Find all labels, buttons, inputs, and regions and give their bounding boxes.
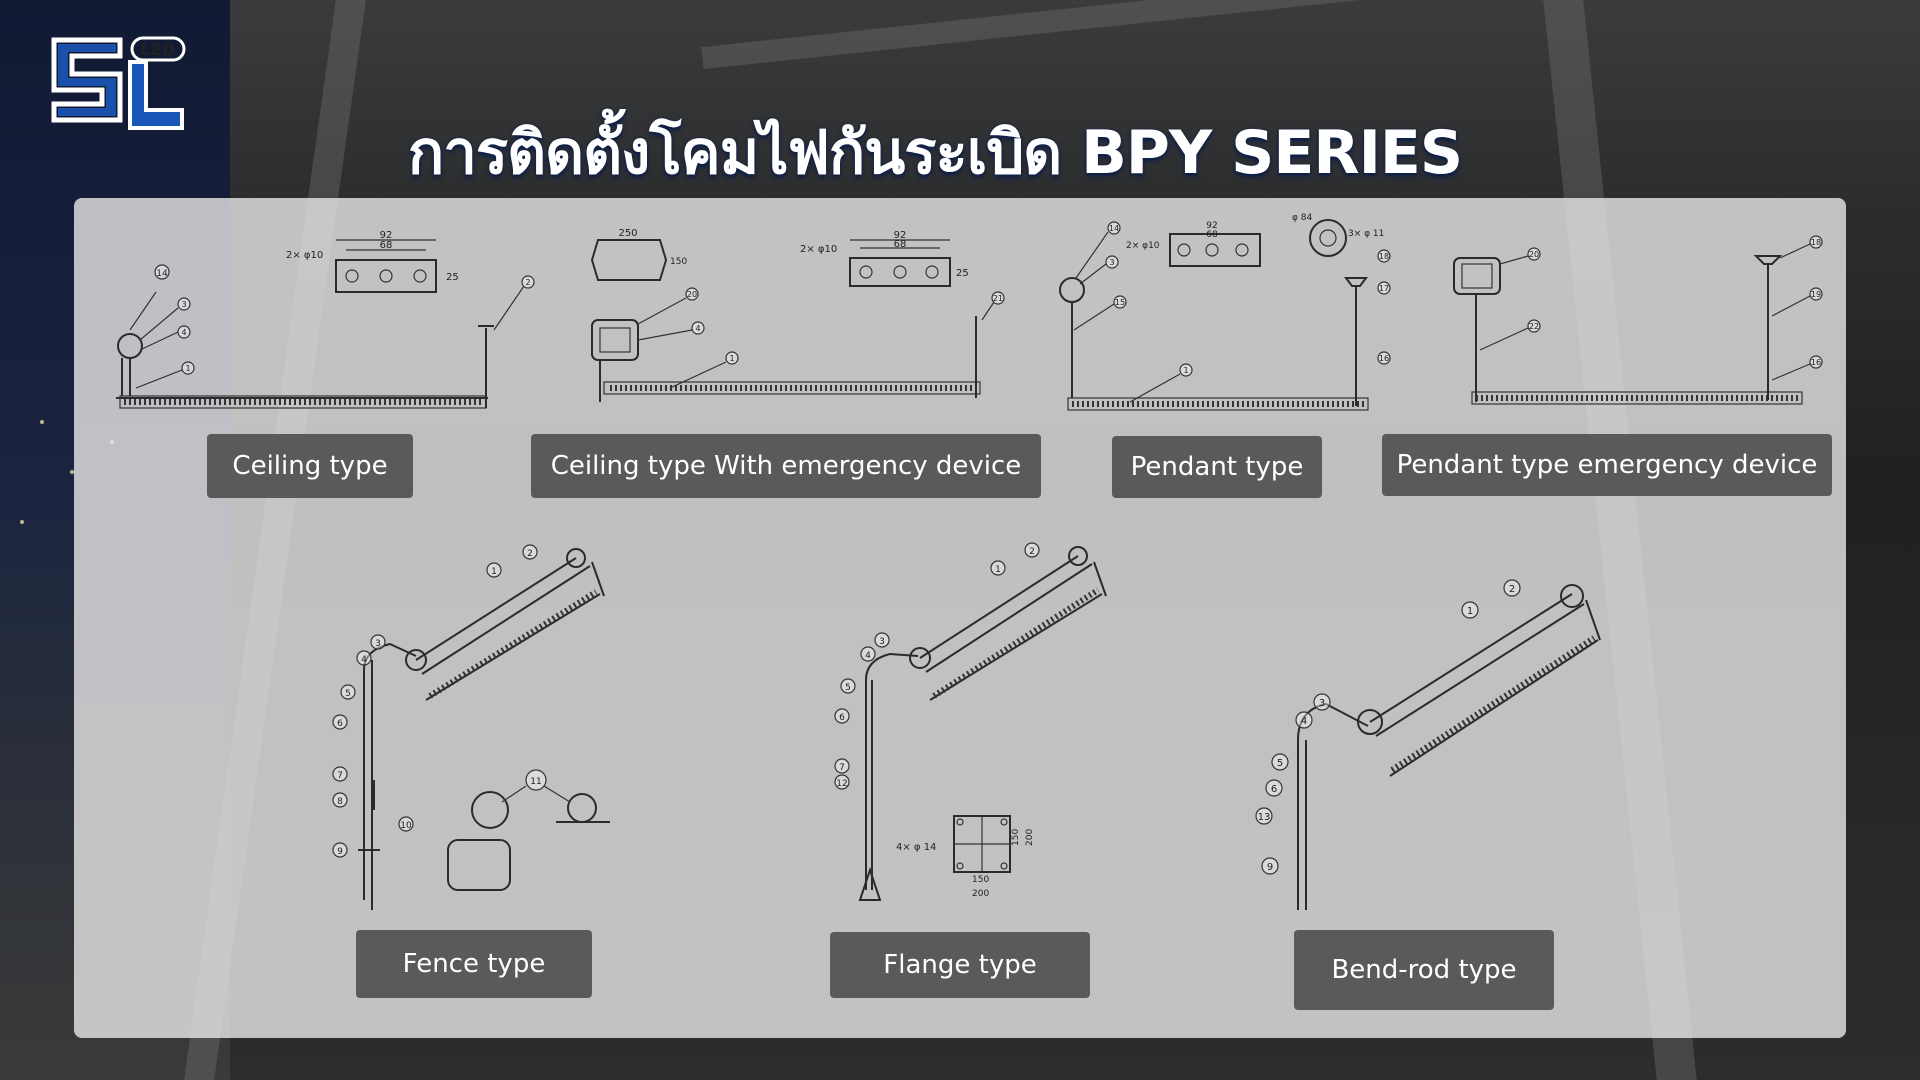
svg-text:25: 25 <box>956 268 969 279</box>
page-title: การติดตั้งโคมไฟกันระเบิด BPY SERIES <box>407 118 1463 188</box>
svg-text:200: 200 <box>1025 829 1035 846</box>
flange-type-label: Flange type <box>830 932 1090 998</box>
svg-text:3: 3 <box>1109 258 1114 267</box>
svg-text:92: 92 <box>894 230 907 241</box>
svg-text:14: 14 <box>1109 224 1119 233</box>
pendant-type-label: Pendant type <box>1112 436 1322 498</box>
svg-text:5: 5 <box>1277 758 1283 769</box>
svg-text:3: 3 <box>1319 698 1325 709</box>
svg-text:16: 16 <box>1379 354 1389 363</box>
pendant-emergency-diagram: 20 22 18 19 16 <box>1440 220 1830 420</box>
svg-text:1: 1 <box>185 364 190 373</box>
svg-text:3: 3 <box>879 637 885 647</box>
svg-text:20: 20 <box>1529 250 1539 259</box>
svg-text:4: 4 <box>361 655 367 665</box>
svg-text:15: 15 <box>1115 298 1125 307</box>
svg-text:3× φ 11: 3× φ 11 <box>1348 229 1384 239</box>
svg-text:150: 150 <box>1011 829 1021 846</box>
svg-text:7: 7 <box>337 771 343 781</box>
svg-text:2× φ10: 2× φ10 <box>286 250 323 261</box>
svg-text:8: 8 <box>337 797 343 807</box>
svg-text:18: 18 <box>1379 252 1389 261</box>
pendant-type-diagram: 92 68 2× φ10 φ 84 3× φ 11 14 3 15 1 18 1… <box>1050 210 1391 420</box>
svg-text:1: 1 <box>995 565 1001 575</box>
fence-type-label: Fence type <box>356 930 592 998</box>
svg-text:10: 10 <box>400 821 412 831</box>
svg-text:4: 4 <box>1301 716 1307 727</box>
fence-type-diagram: 2 1 3 4 5 6 7 8 9 10 11 <box>330 510 630 920</box>
svg-text:3: 3 <box>181 300 186 309</box>
svg-text:92: 92 <box>380 230 393 241</box>
svg-text:19: 19 <box>1811 290 1821 299</box>
svg-text:2: 2 <box>525 278 530 287</box>
pendant-emergency-label: Pendant type emergency device <box>1382 434 1832 496</box>
ceiling-type-diagram: 92 68 25 2× φ10 14 3 4 1 2 <box>100 220 540 420</box>
ceiling-emergency-diagram: 250 150 92 68 25 2× φ10 20 4 1 21 <box>580 220 1010 420</box>
ceiling-type-label: Ceiling type <box>207 434 413 498</box>
svg-text:250: 250 <box>618 228 637 239</box>
svg-text:2: 2 <box>1509 584 1515 595</box>
svg-text:25: 25 <box>446 272 459 283</box>
svg-text:2× φ10: 2× φ10 <box>800 244 837 255</box>
svg-text:2× φ10: 2× φ10 <box>1126 241 1160 251</box>
flange-type-diagram: 2 1 3 4 5 6 7 12 4× φ 14 150 200 150 200 <box>830 510 1130 910</box>
svg-text:4× φ 14: 4× φ 14 <box>896 842 936 853</box>
svg-text:200: 200 <box>972 889 989 899</box>
svg-text:17: 17 <box>1379 284 1389 293</box>
svg-text:4: 4 <box>865 651 871 661</box>
bend-rod-type-diagram: 2 1 3 4 5 6 13 9 <box>1250 530 1610 920</box>
svg-text:68: 68 <box>894 239 907 250</box>
installation-panel <box>74 198 1846 1038</box>
ceiling-emergency-label: Ceiling type With emergency device <box>531 434 1041 498</box>
svg-text:20: 20 <box>687 290 697 299</box>
svg-text:1: 1 <box>1183 366 1188 375</box>
svg-text:13: 13 <box>1258 812 1271 823</box>
svg-text:6: 6 <box>337 719 343 729</box>
svg-text:150: 150 <box>670 257 687 267</box>
svg-text:1: 1 <box>1467 606 1473 617</box>
background-light <box>20 520 24 524</box>
svg-text:5: 5 <box>845 683 851 693</box>
company-logo: LED <box>50 34 190 136</box>
svg-text:68: 68 <box>380 240 393 251</box>
svg-text:12: 12 <box>836 779 847 789</box>
svg-text:16: 16 <box>1811 358 1821 367</box>
logo-badge-text: LED <box>141 40 175 59</box>
svg-text:3: 3 <box>375 639 381 649</box>
svg-text:1: 1 <box>491 567 497 577</box>
svg-text:6: 6 <box>839 713 845 723</box>
svg-text:φ 84: φ 84 <box>1292 213 1313 223</box>
background-light <box>70 470 74 474</box>
svg-text:2: 2 <box>1029 547 1035 557</box>
svg-text:18: 18 <box>1811 238 1821 247</box>
svg-text:11: 11 <box>530 777 541 787</box>
svg-text:21: 21 <box>993 294 1003 303</box>
svg-text:9: 9 <box>1267 862 1273 873</box>
svg-text:92: 92 <box>1206 221 1217 231</box>
svg-text:6: 6 <box>1271 784 1277 795</box>
bend-rod-type-label: Bend-rod type <box>1294 930 1554 1010</box>
svg-text:150: 150 <box>972 875 989 885</box>
background-light <box>40 420 44 424</box>
svg-text:4: 4 <box>181 328 186 337</box>
svg-text:14: 14 <box>156 269 168 279</box>
svg-text:68: 68 <box>1206 230 1218 240</box>
svg-text:7: 7 <box>839 763 845 773</box>
svg-text:2: 2 <box>527 549 533 559</box>
svg-text:1: 1 <box>729 354 734 363</box>
svg-text:5: 5 <box>345 689 351 699</box>
svg-text:9: 9 <box>337 847 343 857</box>
svg-text:22: 22 <box>1529 322 1539 331</box>
svg-text:4: 4 <box>695 324 700 333</box>
